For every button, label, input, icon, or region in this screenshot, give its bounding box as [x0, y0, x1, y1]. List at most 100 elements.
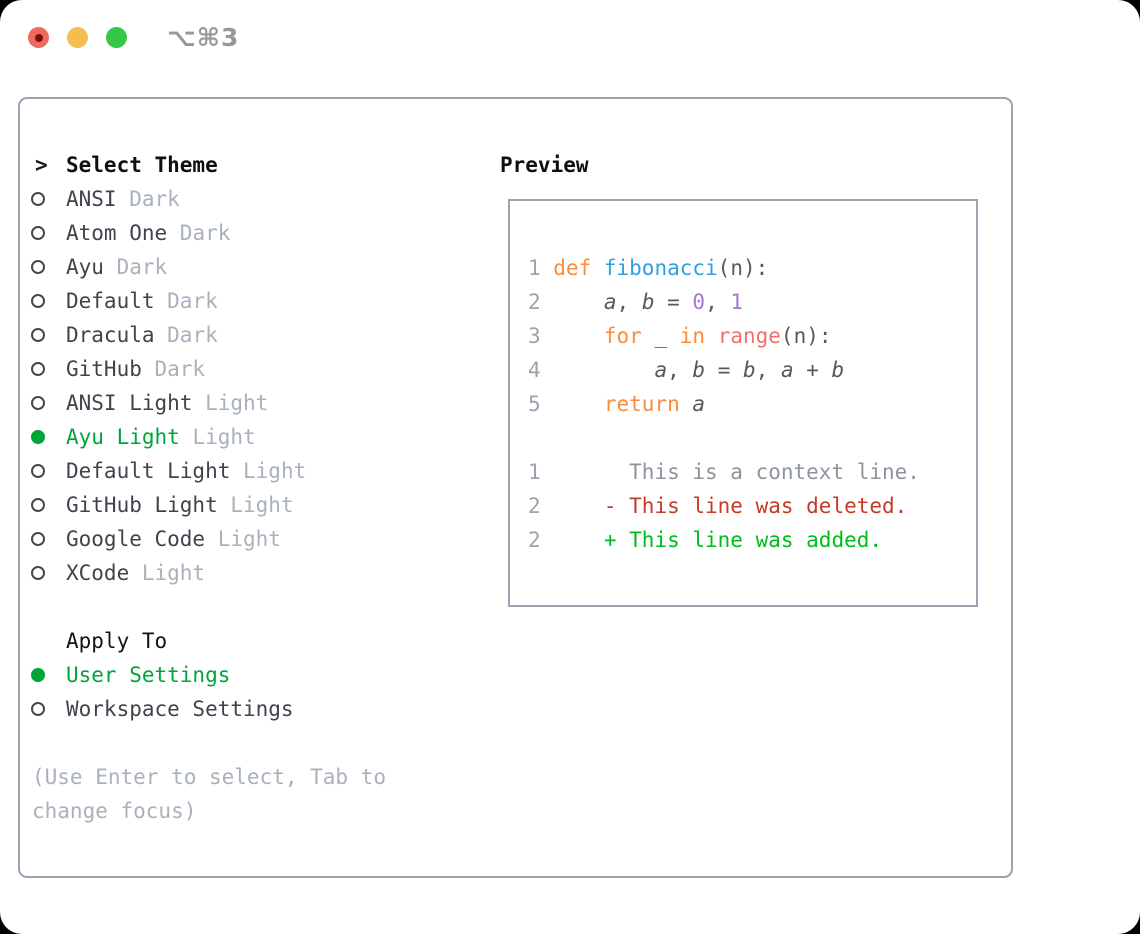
radio-gutter	[30, 362, 66, 376]
code-line	[528, 421, 976, 455]
line-number: 2	[528, 290, 554, 314]
code-token: ,	[616, 290, 642, 314]
apply-to-option[interactable]: Workspace Settings	[30, 692, 294, 726]
minimize-button-icon[interactable]	[67, 27, 88, 48]
code-token: b	[743, 358, 756, 382]
apply-to-option[interactable]: User Settings	[30, 658, 294, 692]
theme-option[interactable]: Dracula Dark	[30, 318, 306, 352]
option-label: ANSI	[66, 187, 117, 211]
radio-icon	[31, 260, 45, 274]
theme-variant-label: Light	[129, 561, 206, 585]
apply-to-title: Apply To	[66, 629, 168, 653]
theme-option[interactable]: Atom One Dark	[30, 216, 306, 250]
code-token: - This line was deleted.	[553, 494, 908, 518]
code-token: a	[654, 358, 668, 382]
theme-option[interactable]: ANSI Light Light	[30, 386, 306, 420]
prompt-icon: >	[35, 153, 48, 177]
option-label: Ayu	[66, 255, 104, 279]
help-footer: (Use Enter to select, Tab to change focu…	[30, 760, 386, 828]
radio-icon	[31, 498, 45, 512]
code-line: 1 def fibonacci(n):	[528, 251, 976, 285]
line-number: 1	[528, 460, 554, 484]
theme-variant-label: Light	[230, 459, 307, 483]
code-token: fibonacci	[603, 256, 718, 280]
theme-variant-label: Light	[192, 391, 269, 415]
code-token: a	[780, 358, 794, 382]
radio-gutter	[30, 430, 66, 444]
code-token: =	[705, 358, 743, 382]
theme-variant-label: Dark	[167, 221, 231, 245]
theme-option[interactable]: Default Light Light	[30, 454, 306, 488]
radio-gutter	[30, 396, 66, 410]
code-token: b	[692, 358, 706, 382]
theme-option[interactable]: Ayu Light Light	[30, 420, 306, 454]
radio-icon	[31, 294, 45, 308]
theme-option[interactable]: Google Code Light	[30, 522, 306, 556]
radio-gutter	[30, 702, 66, 716]
help-text-line: change focus)	[32, 799, 197, 823]
option-label: Workspace Settings	[66, 697, 294, 721]
option-label: Ayu Light	[66, 425, 180, 449]
code-token: =	[654, 290, 693, 314]
theme-variant-label: Dark	[116, 187, 180, 211]
radio-icon	[31, 226, 45, 240]
code-token: return	[603, 392, 680, 416]
option-label: XCode	[66, 561, 130, 585]
code-line: 2 + This line was added.	[528, 523, 976, 557]
line-number: 2	[528, 528, 554, 552]
zoom-button-icon[interactable]	[106, 27, 127, 48]
theme-option[interactable]: GitHub Light Light	[30, 488, 306, 522]
radio-gutter	[30, 294, 66, 308]
line-number: 5	[528, 392, 554, 416]
code-token	[553, 392, 604, 416]
radio-gutter	[30, 192, 66, 206]
code-token: a	[603, 290, 617, 314]
line-number: 3	[528, 324, 554, 348]
theme-variant-label: Light	[205, 527, 281, 551]
radio-gutter	[30, 464, 66, 478]
option-label: Dracula	[66, 323, 155, 347]
help-text-line: (Use Enter to select, Tab to	[32, 765, 387, 789]
code-token: b	[831, 358, 845, 382]
theme-variant-label: Light	[217, 493, 294, 517]
apply-to-header: Apply To	[30, 624, 294, 658]
theme-option[interactable]: ANSI Dark	[30, 182, 306, 216]
theme-variant-label: Dark	[154, 289, 218, 313]
line-number: 1	[528, 256, 554, 280]
code-line: 2 a, b = 0, 1	[528, 285, 976, 319]
code-token	[553, 290, 604, 314]
radio-icon	[31, 328, 45, 342]
theme-option[interactable]: Default Dark	[30, 284, 306, 318]
theme-variant-label: Dark	[154, 323, 218, 347]
code-token: range	[717, 324, 781, 348]
theme-option[interactable]: GitHub Dark	[30, 352, 306, 386]
code-token: def	[553, 256, 604, 280]
code-token: b	[641, 290, 655, 314]
theme-option[interactable]: XCode Light	[30, 556, 306, 590]
radio-gutter	[30, 498, 66, 512]
theme-variant-label: Light	[179, 425, 256, 449]
close-button-icon[interactable]	[28, 27, 49, 48]
radio-gutter	[30, 328, 66, 342]
code-token: 0	[692, 290, 706, 314]
theme-list-header: >Select Theme	[30, 148, 306, 182]
line-number: 2	[528, 494, 554, 518]
theme-variant-label: Dark	[141, 357, 206, 381]
radio-gutter	[30, 566, 66, 580]
code-token: This is a context line.	[553, 460, 920, 484]
option-label: User Settings	[66, 663, 231, 687]
code-line: 3 for _ in range(n):	[528, 319, 976, 353]
option-label: Google Code	[66, 527, 206, 551]
code-token: +	[793, 358, 832, 382]
code-line: 2 - This line was deleted.	[528, 489, 976, 523]
theme-option[interactable]: Ayu Dark	[30, 250, 306, 284]
radio-gutter	[30, 532, 66, 546]
code-token	[680, 392, 693, 416]
code-line: 1 This is a context line.	[528, 455, 976, 489]
unsaved-dot-icon	[34, 33, 43, 42]
radio-selected-icon	[31, 668, 45, 682]
